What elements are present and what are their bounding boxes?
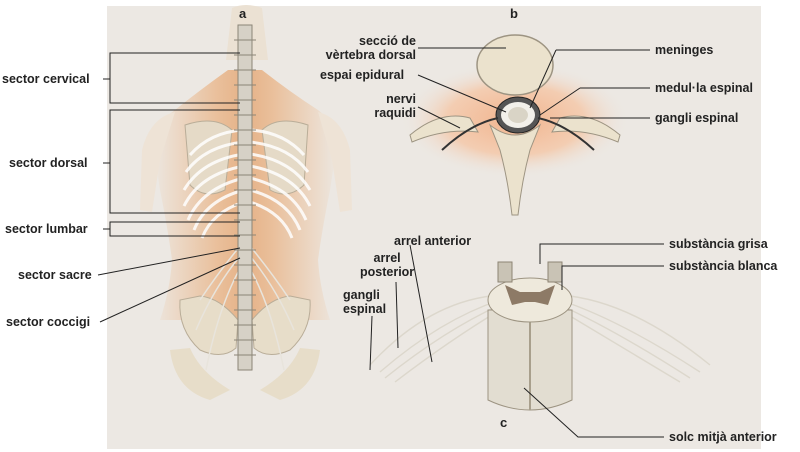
label-sector-lumbar: sector lumbar (5, 222, 88, 236)
leaders-panel-a (97, 52, 241, 323)
label-nervi-raquidi: nervi raquidi (374, 92, 416, 120)
label-sector-dorsal: sector dorsal (9, 156, 88, 170)
label-seccio-vertebra-dorsal: secció de vèrtebra dorsal (326, 34, 416, 62)
label-gangli-espinal-b: gangli espinal (655, 111, 739, 125)
label-gangli-c-line1: gangli (343, 288, 380, 302)
label-substancia-grisa: substància grisa (669, 237, 768, 251)
label-sector-cervical: sector cervical (2, 72, 90, 86)
label-solc-mitja-anterior: solc mitjà anterior (669, 430, 777, 444)
label-sector-coccigi: sector coccigi (6, 315, 91, 329)
label-meninges: meninges (655, 43, 714, 57)
figure-a-back (140, 5, 352, 400)
label-nervi-line1: nervi (386, 92, 416, 106)
panel-letter-b: b (510, 6, 518, 21)
label-seccio-line2: vèrtebra dorsal (325, 48, 416, 62)
label-sector-sacre: sector sacre (18, 268, 92, 282)
label-gangli-c-line2: espinal (343, 302, 387, 316)
label-substancia-blanca: substància blanca (669, 259, 778, 273)
leaders-panel-b (417, 47, 650, 129)
label-seccio-line1: secció de (359, 34, 416, 48)
label-nervi-line2: raquidi (374, 106, 416, 120)
label-medula-espinal: medul·la espinal (655, 81, 753, 95)
label-arrel-posterior: arrel posterior (360, 251, 414, 279)
panel-letter-a: a (239, 6, 247, 21)
label-espai-epidural: espai epidural (320, 68, 405, 82)
label-gangli-espinal-c: gangli espinal (343, 288, 386, 316)
label-arrel-posterior-line1: arrel (373, 251, 401, 265)
label-arrel-posterior-line2: posterior (360, 265, 415, 279)
leaders-panel-c (369, 243, 664, 438)
figure-c-spinal-cord (369, 261, 711, 411)
figure-b-vertebra-section (400, 34, 630, 216)
label-arrel-anterior: arrel anterior (394, 234, 472, 248)
panel-letter-c: c (500, 415, 508, 430)
